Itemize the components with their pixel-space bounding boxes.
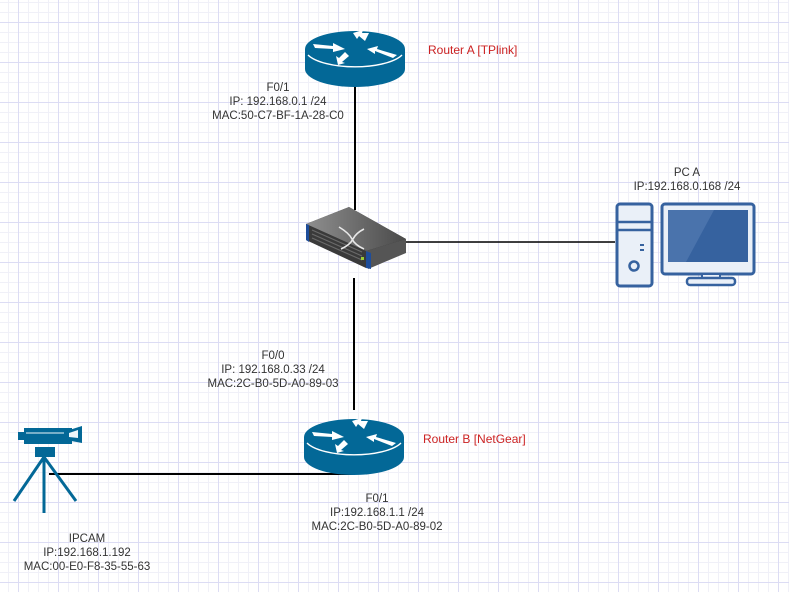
pc-a-name: PC A bbox=[673, 167, 701, 179]
router-a-mac: MAC:50-C7-BF-1A-28-C0 bbox=[212, 110, 344, 122]
router-b-wan-interface: F0/0 bbox=[261, 350, 285, 362]
router-b-icon[interactable] bbox=[304, 418, 404, 475]
router-b-name: Router B [NetGear] bbox=[423, 432, 526, 446]
pc-a-label: PC A IP:192.168.0.168 /24 bbox=[612, 166, 762, 194]
router-b-wan-ip: IP: 192.168.0.33 /24 bbox=[221, 364, 325, 376]
router-a-interface-label: F0/1 IP: 192.168.0.1 /24 MAC:50-C7-BF-1A… bbox=[210, 81, 346, 123]
router-b-lan-interface: F0/1 bbox=[365, 493, 389, 505]
router-b-wan-label: F0/0 IP: 192.168.0.33 /24 MAC:2C-B0-5D-A… bbox=[200, 349, 346, 391]
ipcam-ip: IP:192.168.1.192 bbox=[43, 547, 131, 559]
router-a-interface: F0/1 bbox=[266, 82, 290, 94]
video-camera-icon[interactable] bbox=[12, 426, 82, 513]
router-a-ip: IP: 192.168.0.1 /24 bbox=[229, 96, 327, 108]
switch-icon[interactable] bbox=[306, 207, 406, 269]
router-b-lan-ip: IP:192.168.1.1 /24 bbox=[330, 507, 424, 519]
router-b-lan-mac: MAC:2C-B0-5D-A0-89-02 bbox=[311, 521, 443, 533]
router-b-lan-label: F0/1 IP:192.168.1.1 /24 MAC:2C-B0-5D-A0-… bbox=[302, 492, 452, 534]
ipcam-mac: MAC:00-E0-F8-35-55-63 bbox=[23, 561, 151, 573]
desktop-pc-icon[interactable] bbox=[615, 202, 756, 288]
router-b-wan-mac: MAC:2C-B0-5D-A0-89-03 bbox=[207, 378, 339, 390]
router-a-icon[interactable] bbox=[305, 30, 405, 87]
pc-a-ip: IP:192.168.0.168 /24 bbox=[633, 181, 741, 193]
router-a-name: Router A [TPlink] bbox=[428, 43, 518, 57]
ipcam-name: IPCAM bbox=[68, 533, 106, 545]
ipcam-label: IPCAM IP:192.168.1.192 MAC:00-E0-F8-35-5… bbox=[12, 532, 162, 574]
